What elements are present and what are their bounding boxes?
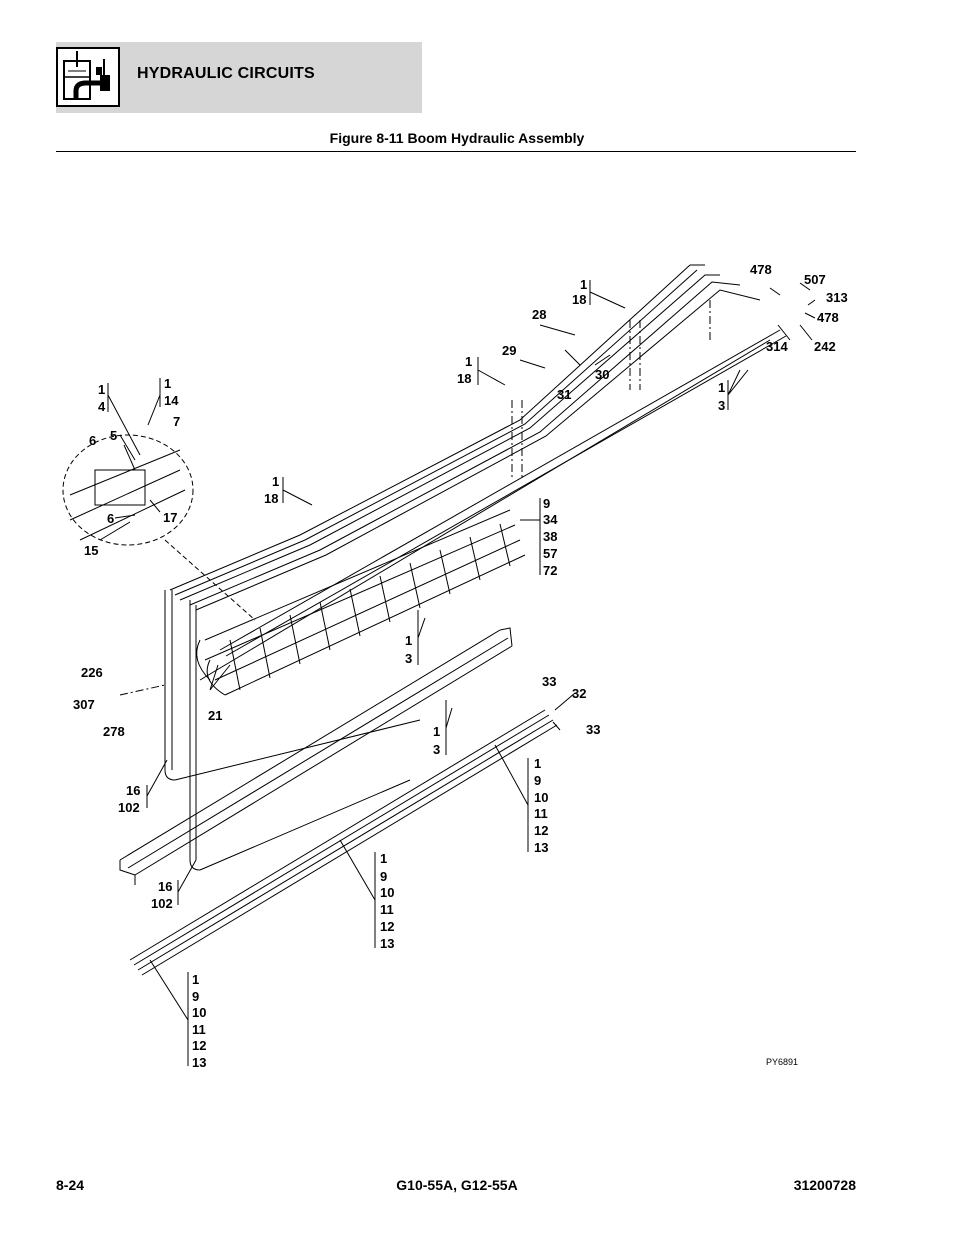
detail-view [62, 434, 256, 621]
leader-lines [99, 280, 816, 1066]
callout: 1 [433, 724, 440, 739]
callout: 17 [163, 510, 177, 525]
callout: 478 [817, 310, 839, 325]
upper-tube-bundle [169, 264, 761, 611]
boom-rail [199, 329, 787, 681]
callout: 16 [158, 879, 172, 894]
callout: 226 [81, 665, 103, 680]
callout: 6 [89, 433, 96, 448]
callout: 33 [542, 674, 556, 689]
callout: 14 [164, 393, 179, 408]
callout: 3 [433, 742, 440, 757]
lower-boom-channel [119, 627, 513, 885]
callout: 278 [103, 724, 125, 739]
figure-title: Figure 8-11 Boom Hydraulic Assembly [0, 130, 954, 146]
callout: 13 [192, 1055, 206, 1070]
callout: 11 [534, 806, 548, 821]
lower-hose-bundle [129, 709, 558, 976]
callout: 1 [465, 354, 472, 369]
callout: 32 [572, 686, 586, 701]
page-number: 8-24 [56, 1177, 85, 1193]
callout: 16 [126, 783, 140, 798]
callout: 29 [502, 343, 516, 358]
callout: 12 [380, 919, 394, 934]
callout: 34 [543, 512, 558, 527]
callout: 1 [718, 380, 725, 395]
callout: 102 [151, 896, 173, 911]
callout: 1 [405, 633, 412, 648]
drawing-id: PY6891 [766, 1057, 798, 1067]
drag-chain [196, 509, 526, 696]
callout: 18 [572, 292, 586, 307]
callout: 1 [98, 382, 105, 397]
callout: 21 [208, 708, 222, 723]
callout: 10 [534, 790, 548, 805]
callout: 102 [118, 800, 140, 815]
callout: 1 [380, 851, 387, 866]
callout-labels: 1 18 28 29 30 1 18 31 478 507 313 478 31… [73, 262, 848, 1070]
callout: 9 [192, 989, 199, 1004]
models-text: G10-55A, G12-55A [396, 1177, 518, 1193]
callout: 12 [534, 823, 548, 838]
callout: 10 [380, 885, 394, 900]
callout: 1 [272, 474, 279, 489]
callout: 28 [532, 307, 546, 322]
callout: 307 [73, 697, 95, 712]
callout: 31 [557, 387, 571, 402]
callout: 72 [543, 563, 557, 578]
callout: 18 [264, 491, 278, 506]
callout: 12 [192, 1038, 206, 1053]
callout: 9 [380, 869, 387, 884]
callout: 507 [804, 272, 826, 287]
callout: 1 [192, 972, 199, 987]
callout: 3 [405, 651, 412, 666]
callout: 313 [826, 290, 848, 305]
callout: 478 [750, 262, 772, 277]
callout: 5 [110, 428, 117, 443]
callout: 30 [595, 367, 609, 382]
callout: 1 [164, 376, 171, 391]
callout: 57 [543, 546, 557, 561]
callout: 38 [543, 529, 557, 544]
hydraulic-circuits-icon [56, 47, 120, 107]
title-rule [56, 151, 856, 152]
callout: 18 [457, 371, 471, 386]
callout: 11 [192, 1022, 206, 1037]
callout: 33 [586, 722, 600, 737]
callout: 11 [380, 902, 394, 917]
manual-number: 31200728 [793, 1177, 856, 1193]
callout: 6 [107, 511, 114, 526]
callout: 1 [580, 277, 587, 292]
callout: 13 [380, 936, 394, 951]
footer-models: G10-55A, G12-55A [0, 1177, 954, 1193]
callout: 15 [84, 543, 98, 558]
figure-title-text: Figure 8-11 Boom Hydraulic Assembly [329, 130, 585, 146]
callout: 10 [192, 1005, 206, 1020]
callout: 4 [98, 399, 106, 414]
callout: 1 [534, 756, 541, 771]
callout: 242 [814, 339, 836, 354]
callout: 9 [543, 496, 550, 511]
callout: 13 [534, 840, 548, 855]
callout: 3 [718, 398, 725, 413]
alignment-lines [119, 300, 711, 696]
callout: 9 [534, 773, 541, 788]
callout: 314 [766, 339, 788, 354]
callout: 7 [173, 414, 180, 429]
section-title: HYDRAULIC CIRCUITS [137, 65, 315, 82]
